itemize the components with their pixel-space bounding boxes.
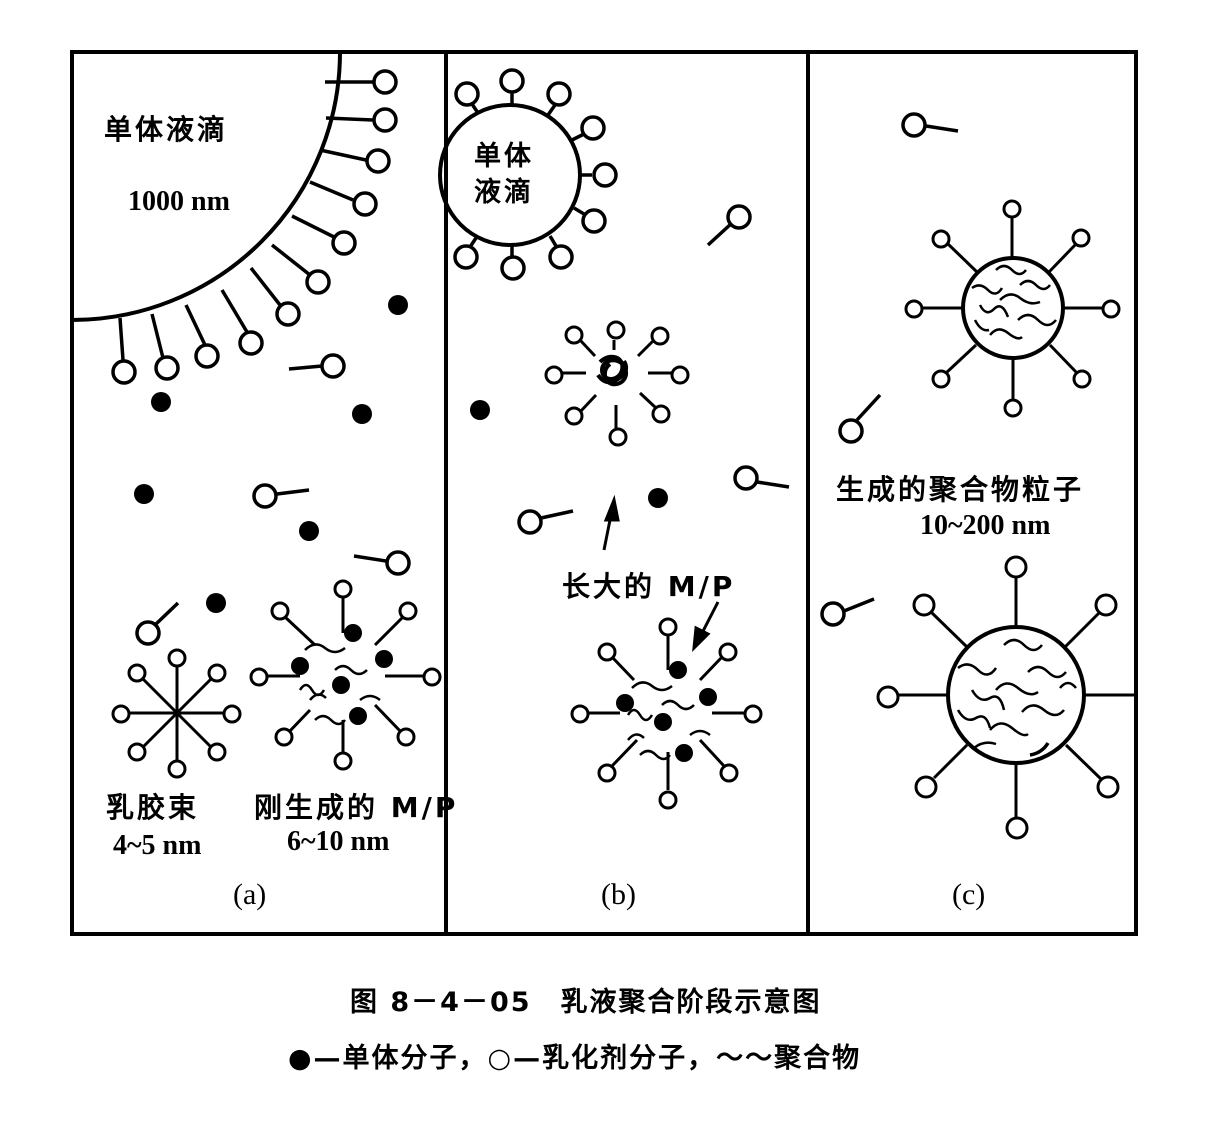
droplet-emulsifiers xyxy=(111,69,398,385)
new-mp-particle xyxy=(249,579,442,771)
monomer-droplet-arc xyxy=(71,51,342,322)
label-monomer-droplet-b-line2: 液滴 xyxy=(474,177,534,208)
label-polymer-particle: 生成的聚合物粒子 xyxy=(836,473,1085,506)
swollen-micelle xyxy=(544,320,690,447)
label-monomer-droplet-a: 单体液滴 xyxy=(104,113,229,146)
polymer-particle-small xyxy=(904,199,1121,418)
label-grown-mp: 长大的 M/P xyxy=(562,570,736,603)
figure-frame xyxy=(70,50,1138,936)
panel-c xyxy=(820,112,1136,840)
arrow-up-icon xyxy=(602,494,620,551)
sublabel-c: (c) xyxy=(952,878,986,911)
free-emulsifiers-b xyxy=(517,204,790,535)
figure-caption-legend: ●—单体分子，○—乳化剂分子，～～聚合物 xyxy=(288,1043,862,1074)
label-micelle-size: 4~5 nm xyxy=(113,830,202,861)
micelle xyxy=(111,648,242,779)
arrow-down-icon xyxy=(692,601,720,653)
label-particle-size: 10~200 nm xyxy=(920,510,1051,541)
free-emulsifiers-a xyxy=(135,353,411,646)
sublabel-b: (b) xyxy=(601,878,636,911)
label-droplet-size-a: 1000 nm xyxy=(128,186,230,217)
free-monomers-a xyxy=(134,295,408,613)
grown-mp-particle xyxy=(570,617,763,810)
free-monomers-b xyxy=(470,400,668,508)
panel-a xyxy=(71,51,442,779)
droplet-emulsifiers-b xyxy=(453,68,618,281)
polymer-particle-large xyxy=(876,555,1136,840)
label-new-mp-size: 6~10 nm xyxy=(287,826,390,857)
label-micelle: 乳胶束 xyxy=(106,791,200,824)
panel-b xyxy=(438,68,790,810)
label-monomer-droplet-b-line1: 单体 xyxy=(474,141,534,172)
free-emulsifiers-c xyxy=(820,112,959,627)
label-new-mp: 刚生成的 M/P xyxy=(254,791,459,824)
sublabel-a: (a) xyxy=(233,878,267,911)
figure-caption-title: 图 8－4－05 乳液聚合阶段示意图 xyxy=(350,987,822,1018)
